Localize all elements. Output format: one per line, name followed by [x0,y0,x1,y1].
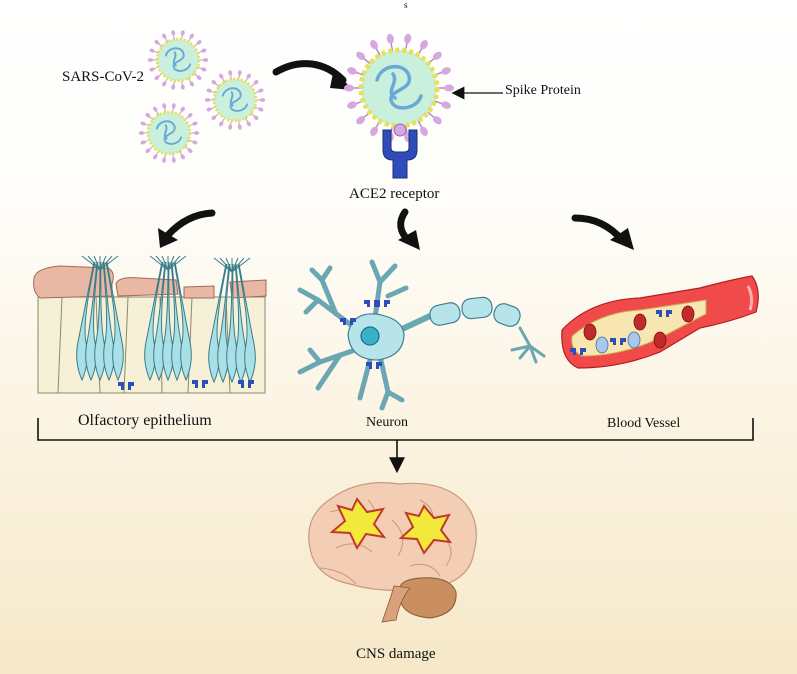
neuron-label: Neuron [366,415,408,430]
neuron-illustration [297,259,546,411]
branch-arrow-middle [397,208,420,250]
tiny-mark: s [404,0,408,10]
branch-arrow-left [158,209,216,248]
virus-particle-small-3 [138,103,200,163]
olfactory-epithelium-illustration [33,255,267,394]
ace2-receptor-label: ACE2 receptor [349,186,440,202]
olfactory-epithelium-label: Olfactory epithelium [78,412,212,429]
convergence-bracket [37,418,754,441]
branch-arrow-right [571,214,634,250]
virus-particle-small-1 [147,30,209,90]
spike-protein-label: Spike Protein [505,83,581,98]
ace2-receptor-icon [382,123,418,179]
virus-particle-small-2 [204,70,266,130]
infection-arrow-head [330,68,352,90]
cns-damage-label: CNS damage [356,646,436,662]
blood-vessel-label: Blood Vessel [607,416,681,431]
virus-particle-large [344,33,454,143]
blood-vessel-illustration [561,275,759,369]
virus-label: SARS-CoV-2 [62,69,144,85]
damage-star-left [329,497,387,551]
brain-illustration [308,482,477,623]
damage-star-right [398,504,453,555]
